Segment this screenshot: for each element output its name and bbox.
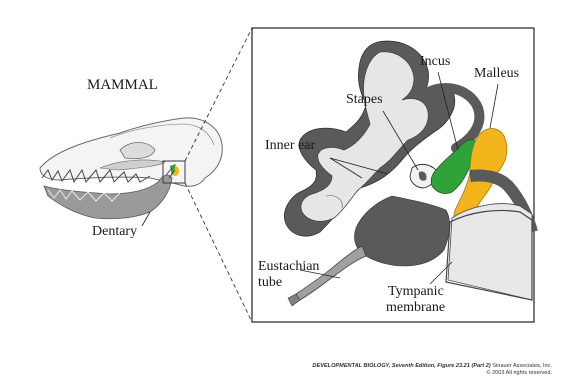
label-mammal: MAMMAL — [87, 77, 158, 94]
credit-line-1: DEVELOPMENTAL BIOLOGY, Seventh Edition, … — [312, 363, 552, 369]
credit-title: DEVELOPMENTAL BIOLOGY, Seventh Edition, … — [312, 363, 490, 369]
label-tympanic-line1: Tympanic — [388, 284, 444, 300]
mammal-skull — [40, 118, 222, 226]
label-dentary: Dentary — [92, 224, 137, 240]
label-inner-ear: Inner ear — [265, 138, 315, 154]
credit-copyright: © 2003 All rights reserved. — [486, 370, 552, 376]
credit-publisher: Sinauer Associates, Inc. — [492, 363, 552, 369]
label-tympanic-line2: membrane — [386, 300, 445, 316]
label-malleus: Malleus — [474, 66, 519, 82]
zoom-line-bottom — [185, 183, 252, 322]
label-eustachian-line1: Eustachian — [258, 259, 319, 275]
label-eustachian-line2: tube — [258, 275, 282, 291]
label-incus: Incus — [420, 54, 450, 70]
label-stapes: Stapes — [346, 92, 383, 108]
